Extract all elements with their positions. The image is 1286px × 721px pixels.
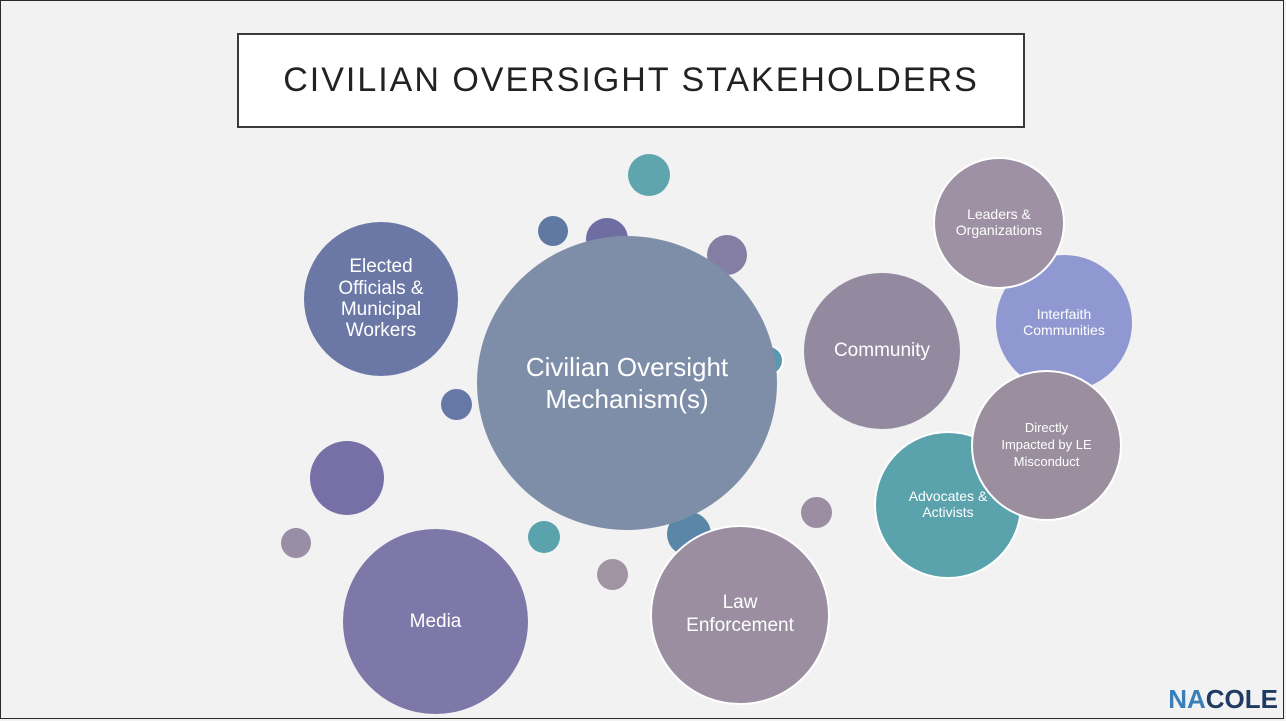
logo-part-na: NA xyxy=(1168,684,1206,714)
elected-officials-label: Elected Officials & Municipal Workers xyxy=(338,256,424,342)
advocates-label: Advocates & Activists xyxy=(908,488,988,520)
dot-violet-large xyxy=(310,441,384,515)
interfaith-bubble: Interfaith Communities xyxy=(996,255,1132,391)
dot-mauve-right xyxy=(801,497,832,528)
logo-part-cole: COLE xyxy=(1205,684,1278,714)
leaders-label: Leaders & Organizations xyxy=(955,206,1043,238)
dot-teal-bottom xyxy=(528,521,560,553)
law-enforcement-label: Law Enforcement xyxy=(686,592,794,636)
center-label: Civilian Oversight Mechanism(s) xyxy=(525,351,729,415)
leaders-bubble: Leaders & Organizations xyxy=(933,157,1065,289)
interfaith-label: Interfaith Communities xyxy=(1023,306,1105,338)
nacole-logo: NACOLE xyxy=(1168,684,1278,715)
dot-teal-top xyxy=(628,154,670,196)
directly-impacted-label: Directly Impacted by LE Misconduct xyxy=(1001,420,1092,469)
media-bubble: Media xyxy=(343,529,528,714)
title-box: CIVILIAN OVERSIGHT STAKEHOLDERS xyxy=(237,33,1025,128)
community-bubble: Community xyxy=(804,273,960,429)
elected-officials-bubble: Elected Officials & Municipal Workers xyxy=(304,222,458,376)
directly-impacted-bubble: Directly Impacted by LE Misconduct xyxy=(971,370,1122,521)
community-label: Community xyxy=(833,340,931,362)
law-enforcement-bubble: Law Enforcement xyxy=(650,525,830,705)
media-label: Media xyxy=(409,610,462,632)
center-bubble: Civilian Oversight Mechanism(s) xyxy=(477,236,777,530)
dot-mauve-far-left xyxy=(281,528,311,558)
dot-mauve-bottom xyxy=(597,559,628,590)
slide-title: CIVILIAN OVERSIGHT STAKEHOLDERS xyxy=(283,61,979,99)
dot-slate-small xyxy=(538,216,568,246)
dot-slate-left xyxy=(441,389,472,420)
